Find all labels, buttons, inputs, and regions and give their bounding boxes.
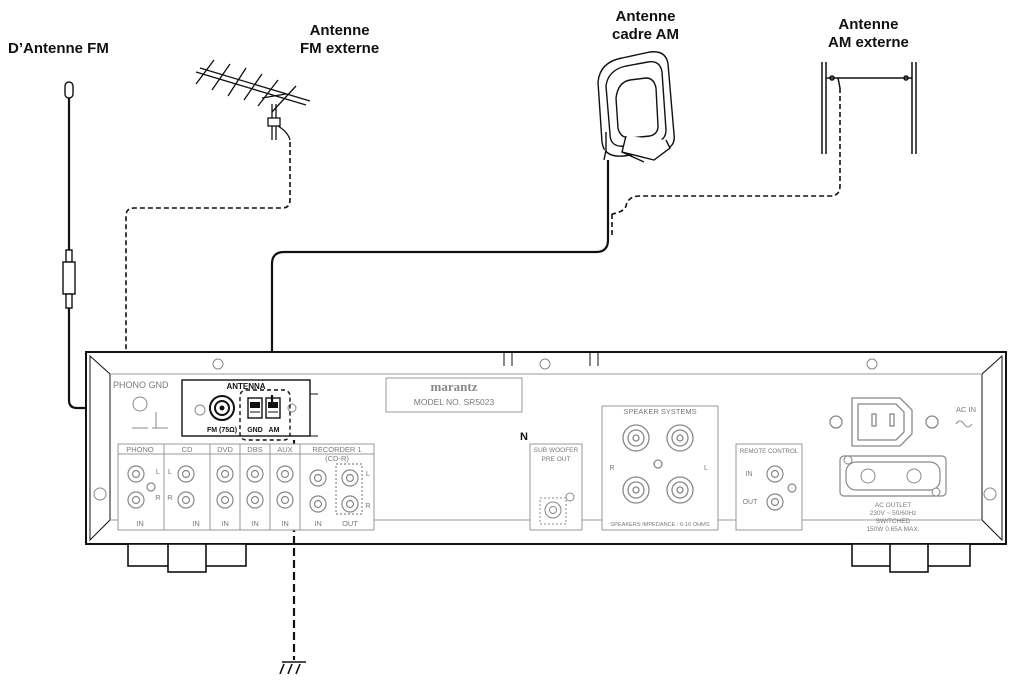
pre-out-label: PRE OUT: [542, 456, 571, 463]
input-recorder1-label: RECORDER 1: [312, 445, 361, 454]
speaker-l-label: L: [704, 465, 708, 472]
input-phono-label: PHONO: [126, 445, 154, 454]
sub-woofer-output: SUB WOOFER PRE OUT: [529, 443, 583, 531]
ac-outlet-max: 150W 0.65A MAX.: [866, 526, 919, 533]
speaker-systems-label: SPEAKER SYSTEMS: [623, 407, 696, 416]
speaker-terminals: SPEAKER SYSTEMS R L SPEAKERS IMPEDANCE :…: [601, 405, 719, 531]
phono-in-label: IN: [136, 519, 144, 528]
label-am-loop-line2: cadre AM: [612, 26, 679, 43]
gnd-label: GND: [247, 427, 263, 434]
ac-in-label: AC IN: [956, 405, 976, 414]
input-dbs-label: DBS: [247, 445, 262, 454]
label-am-external-antenna: Antenne AM externe: [828, 16, 909, 52]
ac-outlet: AC OUTLET 230V ~ 50/60Hz SWITCHED 150W 0…: [839, 455, 947, 533]
sub-woofer-label: SUB WOOFER: [534, 447, 579, 454]
ac-outlet-label: AC OUTLET: [875, 502, 912, 509]
input-cd-label: CD: [182, 445, 193, 454]
input-labels: PHONO CD DVD DBS AUX RECORDER 1 (CD-R) L…: [126, 445, 371, 528]
recorder-out-label: OUT: [342, 519, 358, 528]
input-recorder-sub-label: (CD-R): [325, 454, 349, 463]
fm-75-label: FM (75Ω): [207, 427, 237, 434]
recorder-r-label: R: [365, 501, 371, 510]
n-mark: N: [520, 431, 528, 443]
label-am-loop-antenna: Antenne cadre AM: [612, 8, 679, 44]
fm-external-feed-line: [125, 142, 291, 408]
dbs-in-label: IN: [251, 519, 259, 528]
aux-in-label: IN: [281, 519, 289, 528]
label-fm-external-antenna: Antenne FM externe: [300, 22, 379, 58]
phono-l-label: L: [156, 467, 160, 476]
label-am-external-line2: AM externe: [828, 34, 909, 51]
cd-l-label: L: [168, 467, 172, 476]
input-aux-label: AUX: [277, 445, 292, 454]
phono-gnd-label: PHONO GND: [113, 380, 169, 390]
label-fm-indoor-antenna: D’Antenne FM: [8, 40, 109, 58]
label-fm-external-line2: FM externe: [300, 40, 380, 57]
remote-in-label: IN: [746, 471, 753, 478]
cd-in-label: IN: [192, 519, 200, 528]
fm-external-antenna: [195, 59, 311, 141]
label-fm-external-line1: Antenne: [309, 22, 370, 39]
gnd-am-highlight: [239, 389, 291, 441]
receiver-feet: [127, 543, 971, 573]
ground-symbol-icon: [279, 661, 306, 675]
recorder-in-label: IN: [314, 519, 322, 528]
am-external-feed-line: [611, 88, 841, 215]
phono-r-label: R: [155, 493, 161, 502]
dvd-in-label: IN: [221, 519, 229, 528]
am-label: AM: [269, 427, 280, 434]
remote-control-jacks: REMOTE CONTROL IN OUT: [735, 443, 803, 531]
speaker-impedance-label: SPEAKERS IMPEDANCE : 6-16 OHMS: [610, 522, 709, 528]
fm-indoor-antenna: [62, 81, 198, 410]
label-am-external-line1: Antenne: [838, 16, 899, 33]
recorder-l-label: L: [366, 469, 370, 478]
brand-logo: marantz: [431, 379, 478, 394]
antenna-terminal-block: ANTENNA FM (75Ω) GND AM: [181, 379, 318, 437]
label-am-loop-line1: Antenne: [615, 8, 676, 25]
speaker-r-label: R: [609, 465, 614, 472]
label-fm-indoor-text: D’Antenne FM: [8, 40, 109, 57]
cd-r-label: R: [167, 493, 173, 502]
rca-jacks: [127, 463, 363, 515]
am-external-antenna: [821, 62, 917, 154]
remote-control-label: REMOTE CONTROL: [740, 448, 799, 455]
ac-outlet-switched: SWITCHED: [876, 518, 911, 525]
antenna-block-label: ANTENNA: [226, 382, 265, 391]
brand-plate: marantz MODEL NO. SR5023: [385, 377, 523, 413]
model-number: MODEL NO. SR5023: [414, 397, 495, 407]
am-loop-antenna: [597, 51, 675, 163]
ac-outlet-voltage: 230V ~ 50/60Hz: [870, 510, 917, 517]
ac-inlet: [829, 397, 939, 447]
remote-out-label: OUT: [743, 499, 759, 506]
phono-gnd-terminal: PHONO GND: [113, 380, 169, 429]
ac-tilde-icon: [955, 420, 973, 428]
am-loop-feed-line: [270, 160, 610, 395]
input-dvd-label: DVD: [217, 445, 233, 454]
audio-inputs: [117, 443, 375, 531]
